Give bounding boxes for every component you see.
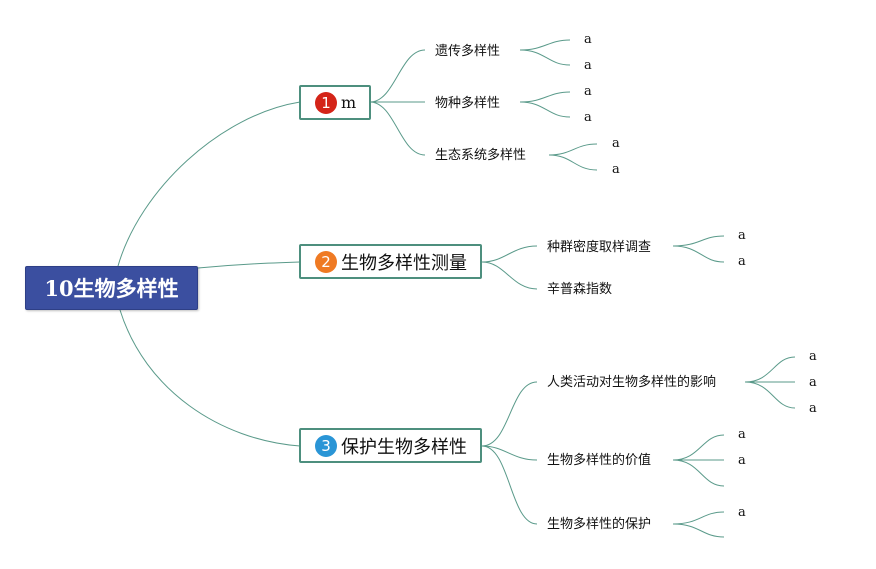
connector-b3t1-l1	[744, 356, 796, 383]
topic-biodiversity-protection[interactable]: 生物多样性的保护	[547, 517, 652, 532]
leaf-node[interactable]: a	[612, 162, 620, 177]
leaf-node[interactable]: a	[584, 32, 592, 47]
connector-root-b1	[117, 101, 301, 267]
topic-simpson-index[interactable]: 辛普森指数	[547, 282, 613, 297]
branch-3-node[interactable]: 3 保护生物多样性	[299, 428, 482, 463]
connector-b2t1-l1	[672, 235, 725, 247]
connector-b2-t2	[481, 261, 538, 290]
topic-genetic-diversity[interactable]: 遗传多样性	[435, 44, 501, 59]
topic-species-diversity[interactable]: 物种多样性	[435, 96, 501, 111]
leaf-node[interactable]: a	[584, 110, 592, 125]
connector-b3t1-l3	[744, 381, 796, 409]
topic-ecosystem-diversity[interactable]: 生态系统多样性	[435, 148, 527, 163]
leaf-node[interactable]: a	[738, 228, 746, 243]
leaf-node[interactable]: a	[612, 136, 620, 151]
root-topic[interactable]: 10生物多样性	[25, 266, 198, 310]
leaf-node[interactable]: a	[809, 349, 817, 364]
branch-1-number-badge: 1	[315, 91, 337, 114]
connector-b3t3-l2	[672, 523, 725, 538]
connector-t1-l2	[519, 49, 571, 66]
connector-t2-l1	[519, 91, 571, 103]
connector-b2-t1	[481, 245, 538, 263]
connector-t3-l2	[548, 154, 598, 171]
connector-b3-t1	[481, 381, 538, 447]
topic-biodiversity-value[interactable]: 生物多样性的价值	[547, 453, 652, 468]
connector-t1-l1	[519, 39, 571, 51]
branch-2-node[interactable]: 2 生物多样性测量	[299, 244, 482, 279]
leaf-node[interactable]: a	[584, 84, 592, 99]
leaf-node[interactable]: a	[738, 453, 746, 468]
connector-b3t3-l1	[672, 511, 725, 525]
leaf-node[interactable]: a	[738, 505, 746, 520]
connector-t3-l1	[548, 143, 598, 156]
leaf-node[interactable]: a	[809, 375, 817, 390]
branch-1-label: m	[341, 93, 357, 112]
leaf-node[interactable]: a	[584, 58, 592, 73]
connector-b3-t3	[481, 445, 538, 525]
leaf-node[interactable]: a	[738, 427, 746, 442]
branch-3-number-badge: 3	[315, 434, 337, 457]
connector-t2-l2	[519, 101, 571, 118]
leaf-node[interactable]: a	[738, 254, 746, 269]
topic-human-impact[interactable]: 人类活动对生物多样性的影响	[547, 375, 717, 390]
leaf-node[interactable]: a	[809, 401, 817, 416]
branch-2-label: 生物多样性测量	[341, 252, 467, 274]
connector-root-b2	[197, 261, 301, 269]
connector-b3t2-l1	[672, 434, 725, 461]
topic-population-sampling[interactable]: 种群密度取样调查	[547, 240, 652, 255]
connector-root-b3	[119, 309, 301, 447]
branch-2-number-badge: 2	[315, 250, 337, 273]
connector-b3t2-l3	[672, 459, 725, 487]
root-title: 10生物多样性	[44, 276, 179, 301]
branch-1-node[interactable]: 1 m	[299, 85, 371, 120]
connector-b1-t1	[369, 49, 426, 103]
connector-b2t1-l2	[672, 245, 725, 263]
branch-3-label: 保护生物多样性	[341, 436, 467, 458]
connector-b1-t3	[369, 101, 426, 156]
connector-b3-t2	[481, 445, 538, 461]
